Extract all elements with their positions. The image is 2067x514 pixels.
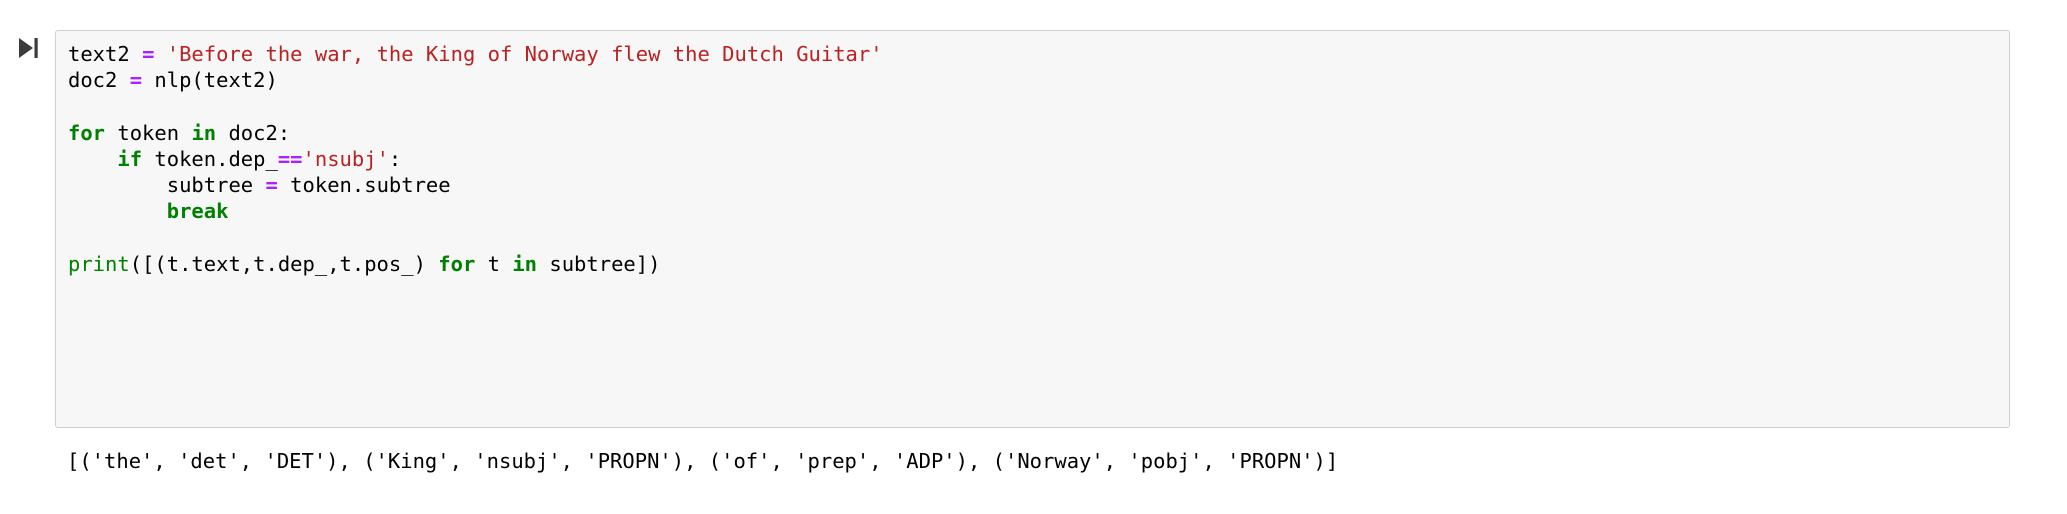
code-token-op: = — [129, 68, 143, 93]
code-cell-row: text2 = 'Before the war, the King of Nor… — [0, 30, 2067, 428]
cell-gutter — [0, 30, 55, 428]
code-token-plain: token.subtree — [277, 172, 451, 197]
code-token-str: 'Before the war, the King of Norway flew… — [166, 42, 883, 66]
code-token-op: == — [277, 146, 303, 171]
code-line: for token in doc2: — [68, 120, 2009, 146]
code-token-kw: in — [191, 120, 217, 145]
code-token-plain: text2 — [68, 42, 143, 66]
code-token-kw: for — [68, 120, 106, 145]
code-token-plain: token.dep_ — [142, 146, 278, 171]
code-token-plain: subtree — [68, 172, 266, 197]
code-token-str: 'nsubj' — [302, 146, 389, 171]
code-line: doc2 = nlp(text2) — [68, 67, 2009, 93]
code-token-kw: if — [117, 146, 143, 171]
code-token-kw: in — [512, 251, 538, 276]
run-cell-button[interactable] — [17, 35, 39, 428]
code-source[interactable]: text2 = 'Before the war, the King of Nor… — [56, 41, 2009, 277]
code-token-plain: nlp(text2) — [142, 68, 278, 93]
code-token-plain: ([(t.text,t.dep_,t.pos_) — [129, 251, 439, 276]
code-token-plain — [154, 42, 166, 66]
code-token-kw: break — [166, 199, 229, 224]
code-token-plain: doc2 — [68, 68, 130, 93]
code-token-kw: for — [438, 251, 476, 276]
cell-output-text: [('the', 'det', 'DET'), ('King', 'nsubj'… — [67, 449, 1339, 473]
code-line: break — [68, 198, 2009, 224]
code-line: subtree = token.subtree — [68, 172, 2009, 198]
code-line: if token.dep_=='nsubj': — [68, 146, 2009, 172]
code-editor[interactable]: text2 = 'Before the war, the King of Nor… — [55, 30, 2010, 428]
cell-output-row: [('the', 'det', 'DET'), ('King', 'nsubj'… — [0, 448, 2067, 474]
run-cell-icon — [18, 38, 38, 58]
code-token-plain — [68, 199, 167, 223]
code-token-plain: t — [475, 251, 513, 276]
code-token-plain — [68, 147, 117, 171]
code-token-plain: : — [388, 146, 402, 171]
code-line — [68, 224, 2009, 250]
code-token-plain: token — [105, 120, 192, 145]
code-token-op: = — [142, 42, 155, 66]
code-token-plain: subtree]) — [537, 251, 661, 276]
code-token-plain: doc2: — [216, 120, 291, 145]
code-line — [68, 93, 2009, 119]
code-token-builtin: print — [68, 251, 130, 276]
code-line: print([(t.text,t.dep_,t.pos_) for t in s… — [68, 251, 2009, 277]
code-token-op: = — [265, 172, 278, 197]
code-line: text2 = 'Before the war, the King of Nor… — [68, 41, 2009, 67]
